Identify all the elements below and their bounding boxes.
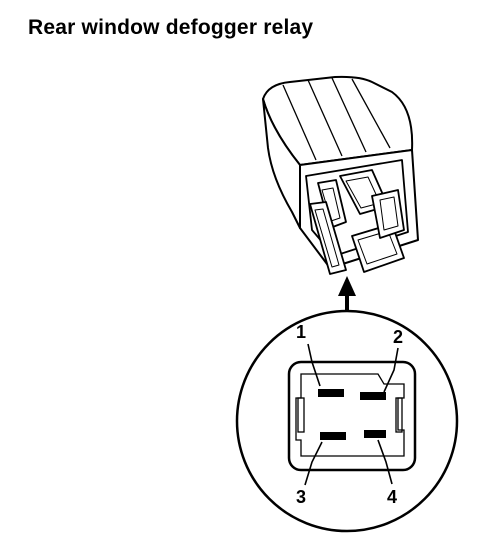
terminal-detail-view: 1 2 3 4 bbox=[235, 309, 459, 533]
relay-connector-housing bbox=[305, 159, 409, 275]
terminal-label-3: 3 bbox=[296, 487, 306, 507]
terminal-label-2: 2 bbox=[393, 327, 403, 347]
terminal-label-1: 1 bbox=[296, 322, 306, 342]
diagram-title: Rear window defogger relay bbox=[28, 16, 314, 39]
terminal-slot-1 bbox=[318, 389, 344, 397]
relay-top-ribs bbox=[282, 77, 391, 161]
connector-face-inner bbox=[295, 373, 405, 457]
relay-front-face bbox=[262, 98, 301, 229]
leader-line-4 bbox=[377, 439, 393, 485]
terminal-slot-4 bbox=[364, 430, 386, 438]
leader-line-3 bbox=[304, 441, 323, 486]
leader-line-1 bbox=[307, 343, 321, 387]
terminal-label-4: 4 bbox=[387, 487, 397, 507]
leader-line-2 bbox=[383, 347, 399, 393]
terminal-slot-2 bbox=[360, 392, 386, 400]
terminal-slot-3 bbox=[320, 432, 346, 440]
